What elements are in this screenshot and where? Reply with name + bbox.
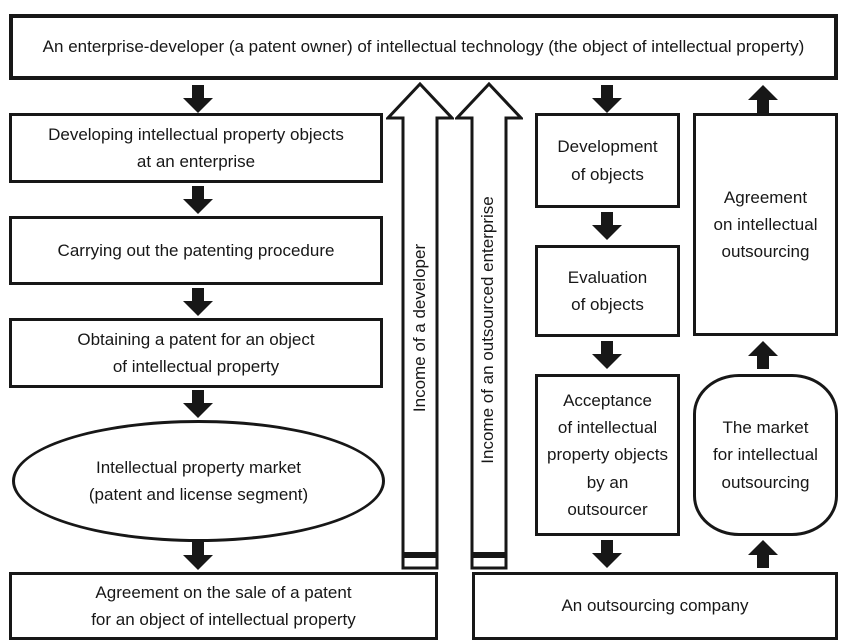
node-development-of-objects: Development of objects (535, 113, 680, 208)
income-outsourced-label: Income of an outsourced enterprise (478, 196, 497, 464)
node-outsourcing-company: An outsourcing company (472, 572, 838, 640)
arrow-down-icon (592, 212, 622, 240)
arrow-down-icon (592, 85, 622, 113)
node-acceptance-by-outsourcer: Acceptance of intellectual property obje… (535, 374, 680, 536)
income-developer-label: Income of a developer (410, 243, 429, 413)
node-obtaining-patent: Obtaining a patent for an object of inte… (9, 318, 383, 388)
arrow-down-icon (183, 186, 213, 214)
node-evaluation-of-objects: Evaluation of objects (535, 245, 680, 337)
node-ip-market: Intellectual property market (patent and… (12, 420, 385, 542)
arrow-up-icon (748, 341, 778, 369)
income-outsourced-arrow-up-icon (453, 81, 525, 570)
arrow-down-icon (183, 288, 213, 316)
arrow-down-icon (183, 85, 213, 113)
node-outsourcing-market: The market for intellectual outsourcing (693, 374, 838, 536)
node-outsourcing-agreement: Agreement on intellectual outsourcing (693, 113, 838, 336)
node-sale-agreement: Agreement on the sale of a patent for an… (9, 572, 438, 640)
node-enterprise-developer: An enterprise-developer (a patent owner)… (9, 14, 838, 80)
node-developing-objects: Developing intellectual property objects… (9, 113, 383, 183)
arrow-down-icon (183, 390, 213, 418)
arrow-up-icon (748, 540, 778, 568)
node-patenting-procedure: Carrying out the patenting procedure (9, 216, 383, 285)
arrow-down-icon (592, 341, 622, 369)
arrow-down-icon (183, 542, 213, 570)
income-developer-arrow-up-icon (384, 81, 456, 570)
arrow-up-icon (748, 85, 778, 113)
arrow-down-icon (592, 540, 622, 568)
